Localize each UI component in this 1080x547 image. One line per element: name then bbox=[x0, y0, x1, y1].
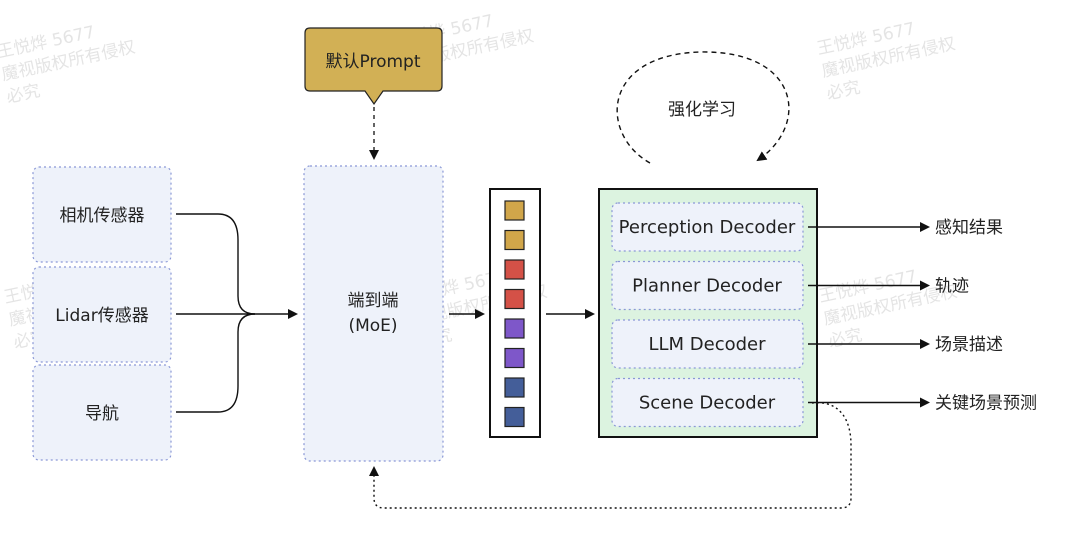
token-square-3 bbox=[504, 259, 525, 280]
decoder-box bbox=[611, 377, 804, 428]
sensor-navigation: 导航 bbox=[32, 364, 172, 461]
scene-feedback-arrow bbox=[369, 402, 852, 509]
svg-text:必究: 必究 bbox=[5, 81, 42, 108]
output-label: 场景描述 bbox=[935, 335, 1003, 355]
sensor-lidar: Lidar传感器 bbox=[32, 266, 172, 363]
decoder-list: Perception Decoder 感知结果 Planner Decoder 轨迹 L… bbox=[611, 202, 1037, 428]
output-label: 轨迹 bbox=[935, 277, 969, 297]
token-square-7 bbox=[504, 377, 525, 398]
decoder-4: Scene Decoder 关键场景预测 bbox=[611, 377, 1037, 428]
token-square-5 bbox=[504, 318, 525, 339]
decoder-label: LLM Decoder bbox=[648, 334, 766, 355]
sensor-camera: 相机传感器 bbox=[32, 166, 172, 263]
prompt-label: 默认Prompt bbox=[326, 52, 421, 72]
rl-label: 强化学习 bbox=[668, 100, 736, 120]
watermark-1: 王悦烨 5677 魔视版权所有侵权 必究 bbox=[0, 22, 137, 108]
decoder-2: Planner Decoder 轨迹 bbox=[611, 260, 969, 311]
watermark-3: 王悦烨 5677 魔视版权所有侵权 必究 bbox=[815, 19, 957, 105]
decoder-box bbox=[611, 260, 804, 311]
sensor-merge-connector bbox=[176, 213, 298, 413]
decoder-label: Perception Decoder bbox=[619, 217, 796, 238]
sensor-camera-label: 相机传感器 bbox=[60, 206, 145, 226]
prompt-callout: 默认Prompt bbox=[304, 27, 443, 106]
token-square-2 bbox=[504, 229, 525, 251]
decoder-label: Scene Decoder bbox=[639, 393, 776, 414]
decoder-1: Perception Decoder 感知结果 bbox=[611, 202, 1003, 252]
decoder-box bbox=[611, 202, 804, 252]
sensor-navigation-label: 导航 bbox=[85, 404, 119, 424]
token-square-4 bbox=[504, 288, 525, 310]
token-square-1 bbox=[504, 200, 525, 221]
rl-loop: 强化学习 bbox=[616, 51, 790, 164]
e2e-subtitle: (MoE) bbox=[348, 316, 397, 336]
svg-text:必究: 必究 bbox=[825, 78, 862, 105]
output-label: 感知结果 bbox=[935, 218, 1003, 238]
output-label: 关键场景预测 bbox=[935, 394, 1037, 414]
token-square-6 bbox=[504, 347, 525, 369]
svg-text:必究: 必究 bbox=[827, 325, 864, 352]
token-square-8 bbox=[504, 406, 525, 428]
e2e-title: 端到端 bbox=[348, 291, 399, 311]
token-column bbox=[489, 188, 541, 438]
e2e-moe-box: 端到端 (MoE) bbox=[303, 165, 444, 462]
decoder-box bbox=[611, 319, 804, 369]
decoder-label: Planner Decoder bbox=[632, 276, 782, 297]
sensor-lidar-label: Lidar传感器 bbox=[55, 306, 148, 326]
decoder-3: LLM Decoder 场景描述 bbox=[611, 319, 1003, 369]
